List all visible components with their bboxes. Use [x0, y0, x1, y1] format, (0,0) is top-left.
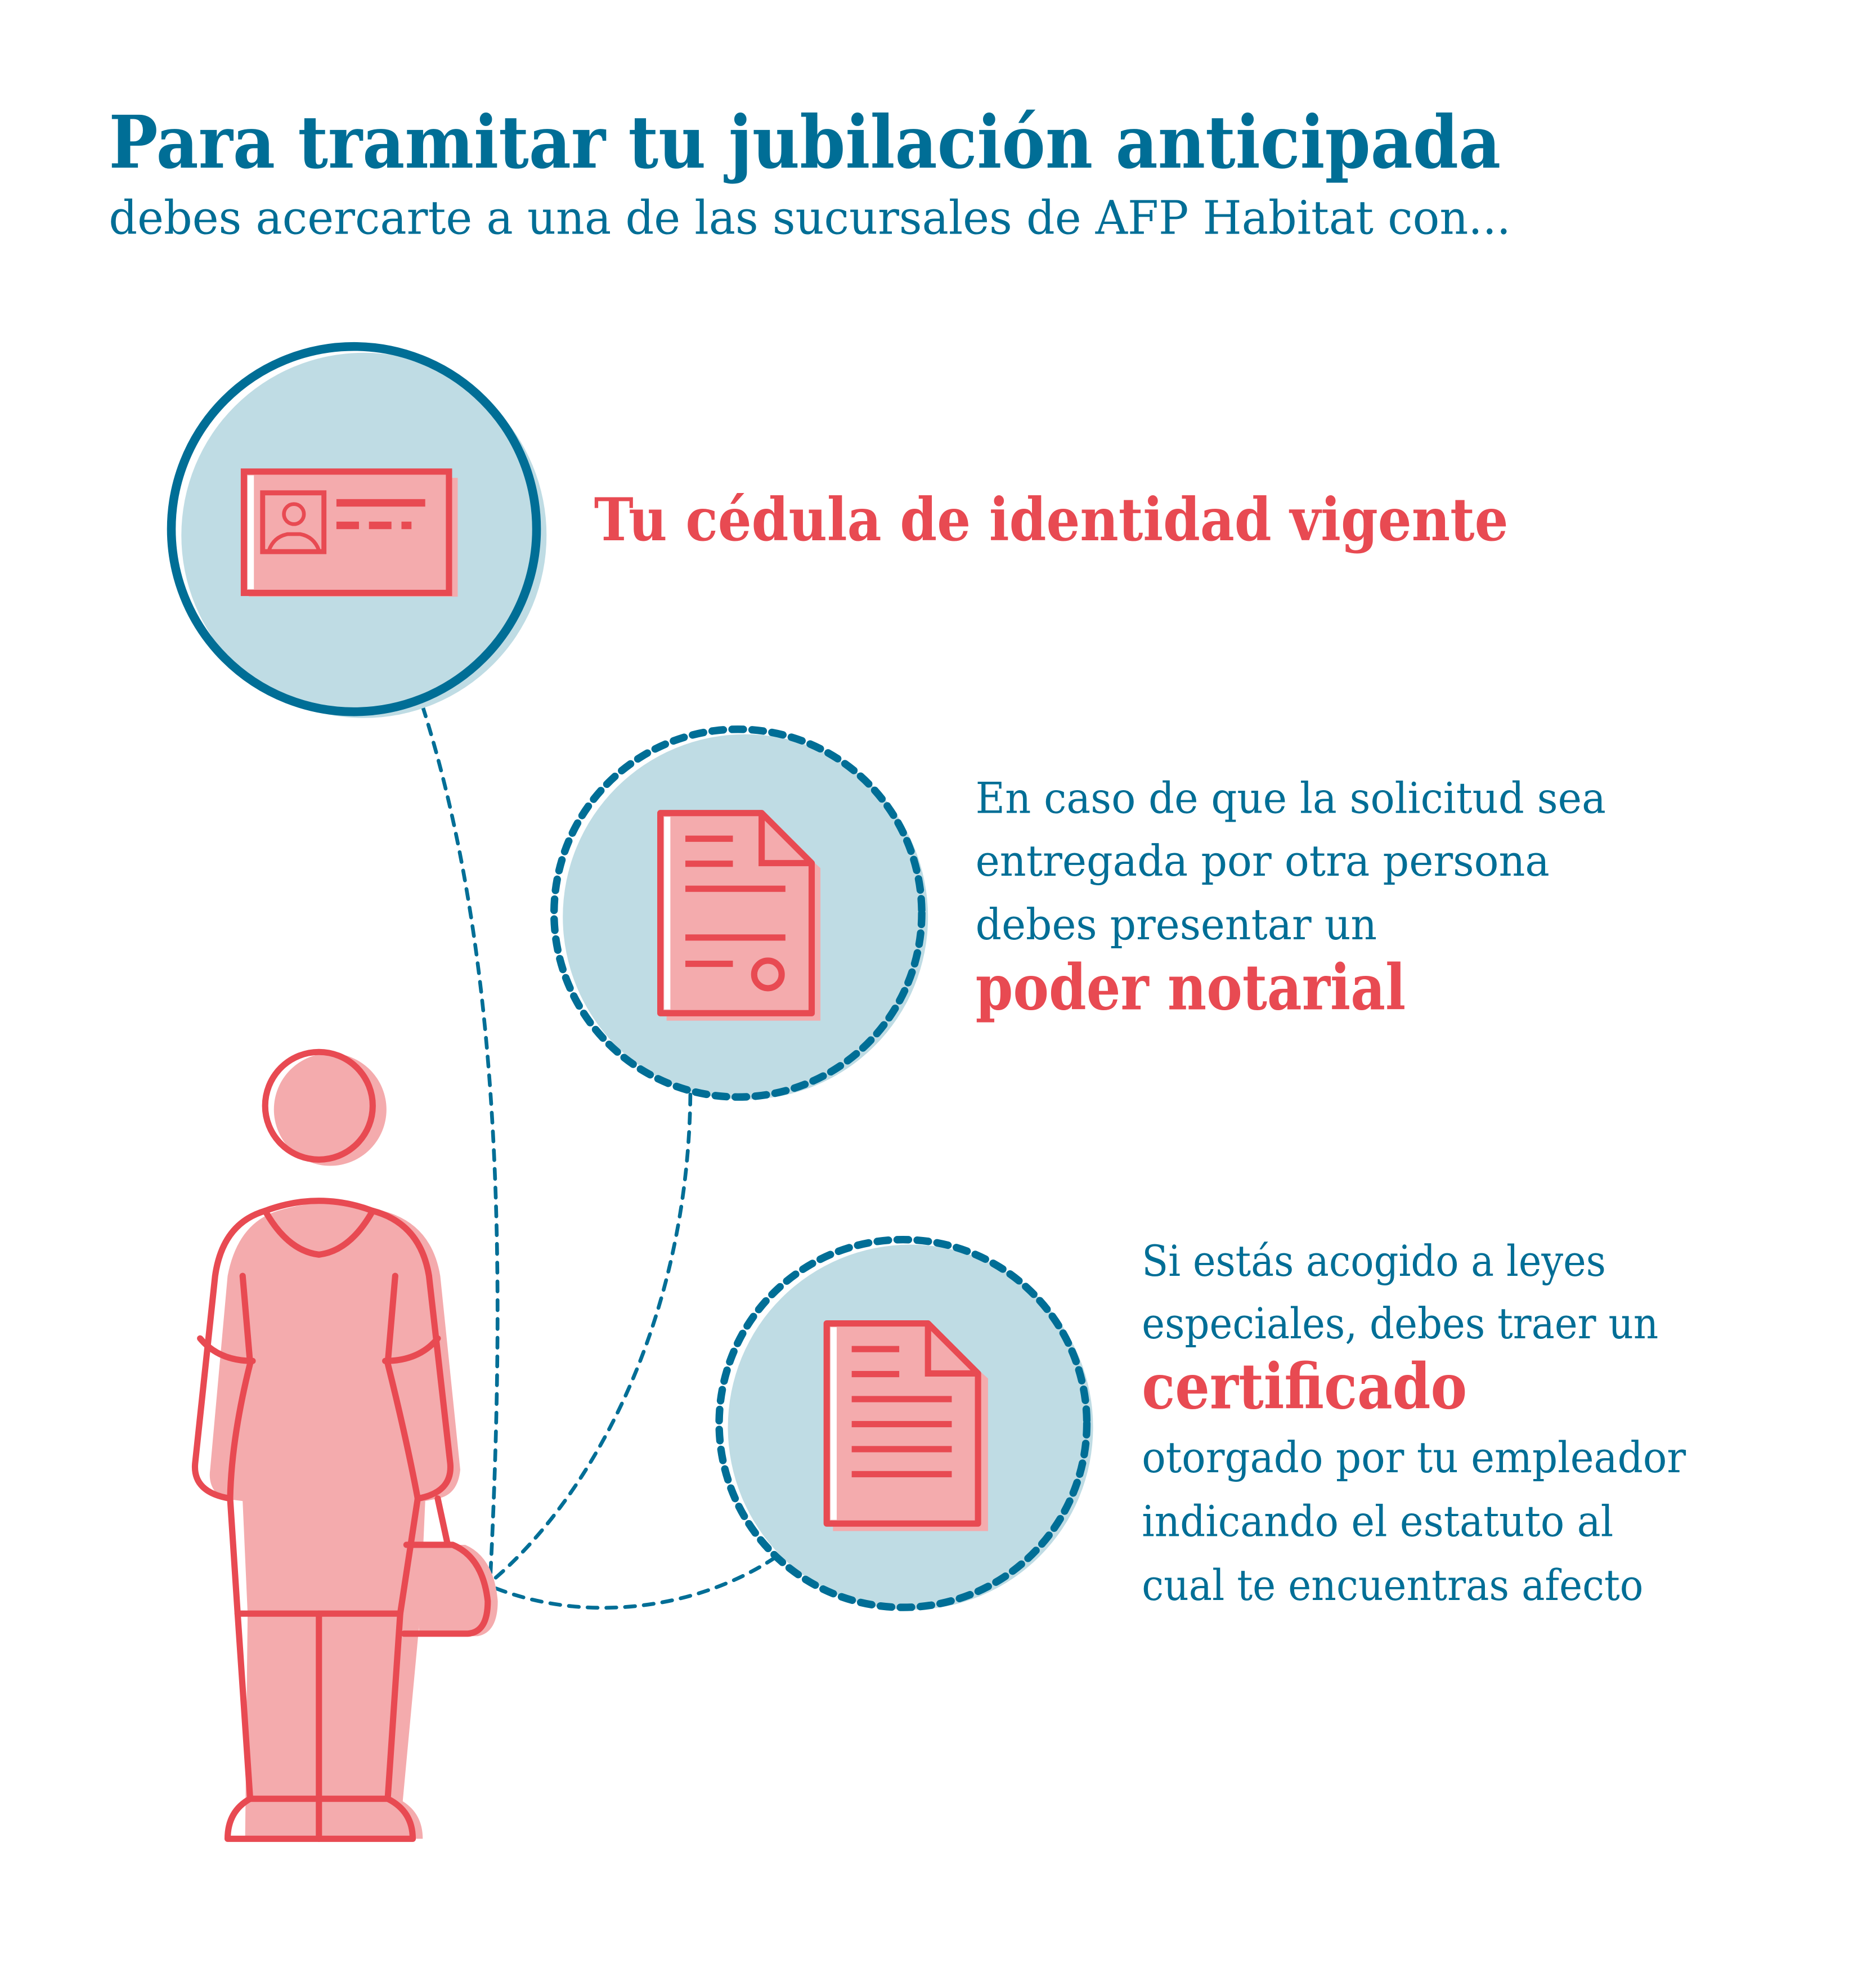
notarized-document-icon: [657, 810, 821, 1021]
certificate-document-icon: [823, 1320, 988, 1531]
connector-lines: [420, 705, 778, 1610]
notarial-power-highlight: poder notarial: [976, 952, 1406, 1025]
text-line: debes presentar un: [976, 900, 1377, 949]
connector-line-1: [420, 705, 500, 1581]
id-card-requirement: Tu cédula de identidad vigente: [594, 485, 1509, 554]
text-line: otorgado por tu empleador: [1142, 1433, 1686, 1482]
text-line: Si estás acogido a leyes: [1142, 1236, 1606, 1286]
certificate-badge: [715, 1235, 1093, 1611]
text-line: entregada por otra persona: [976, 836, 1550, 886]
notarized-document-text: En caso de que la solicitud sea entregad…: [976, 774, 1606, 1025]
certificate-text: Si estás acogido a leyes especiales, deb…: [1142, 1236, 1686, 1610]
text-line: cual te encuentras afecto: [1142, 1561, 1643, 1610]
id-card-badge: [167, 342, 547, 718]
id-card-icon: [240, 468, 458, 597]
woman-illustration: [191, 1048, 498, 1842]
notarized-document-badge: [550, 725, 928, 1101]
text-line: especiales, debes traer un: [1142, 1299, 1658, 1348]
connector-line-3: [488, 1555, 778, 1610]
page-title: Para tramitar tu jubilación anticipada: [109, 100, 1501, 185]
text-line: En caso de que la solicitud sea: [976, 774, 1606, 823]
text-line: indicando el estatuto al: [1142, 1496, 1613, 1546]
certificate-highlight: certificado: [1142, 1351, 1467, 1424]
page-subtitle: debes acercarte a una de las sucursales …: [109, 192, 1511, 245]
connector-line-2: [488, 1092, 693, 1584]
